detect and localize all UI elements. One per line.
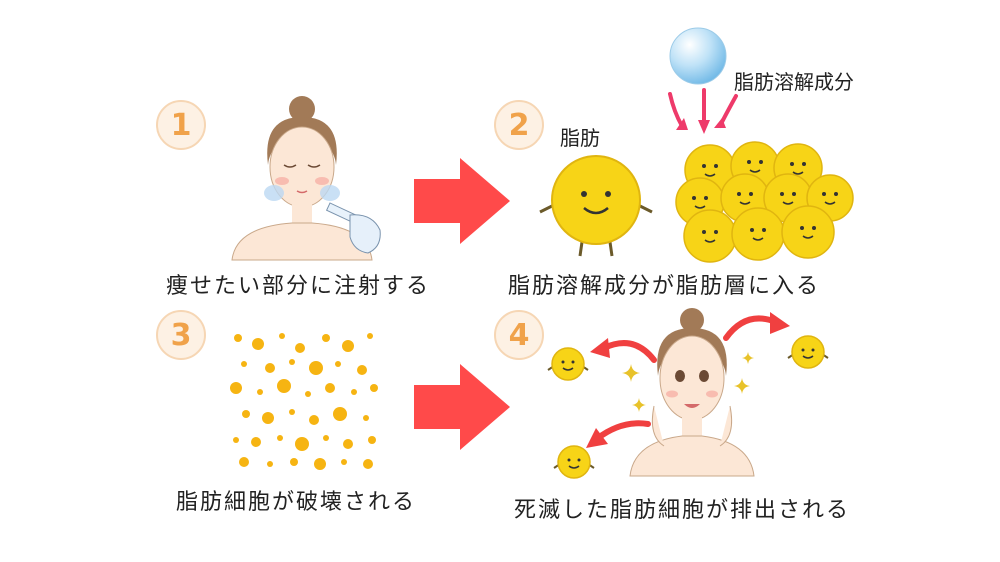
small-fat-cell-icon [553, 445, 595, 479]
small-fat-cell-icon [547, 347, 589, 381]
fat-cell-cluster-icon [675, 141, 854, 263]
step-2-badge: 2 [494, 100, 544, 150]
fat-cell-character-icon [539, 155, 653, 257]
curved-arrow-left-icon [590, 338, 657, 363]
curved-arrow-left-down-icon [586, 420, 651, 448]
droplet-icon [669, 27, 727, 85]
sparkle-icon [622, 364, 640, 382]
sparkle-icon [742, 352, 754, 364]
step-4-caption: 死滅した脂肪細胞が排出される [514, 498, 851, 523]
curved-arrow-right-icon [723, 312, 790, 341]
fat-dissolving-agent-label: 脂肪溶解成分 [734, 70, 854, 94]
big-arrow-right-icon [414, 364, 510, 450]
sparkle-icon [734, 378, 750, 394]
woman-happy-illustration [629, 308, 755, 477]
big-arrow-right-icon [414, 158, 510, 244]
small-fat-cell-icon [787, 335, 829, 369]
sparkle-icon [632, 398, 646, 412]
step-4-badge: 4 [494, 310, 544, 360]
fat-label: 脂肪 [560, 126, 600, 150]
step-2-caption: 脂肪溶解成分が脂肪層に入る [508, 274, 821, 299]
step-3-badge: 3 [156, 310, 206, 360]
woman-injection-illustration [231, 96, 381, 261]
pink-arrows-icon [668, 88, 738, 134]
step-1-caption: 痩せたい部分に注射する [166, 274, 431, 299]
destroyed-fat-particles-icon [230, 333, 378, 470]
step-1-badge: 1 [156, 100, 206, 150]
step-3-caption: 脂肪細胞が破壊される [176, 490, 417, 515]
